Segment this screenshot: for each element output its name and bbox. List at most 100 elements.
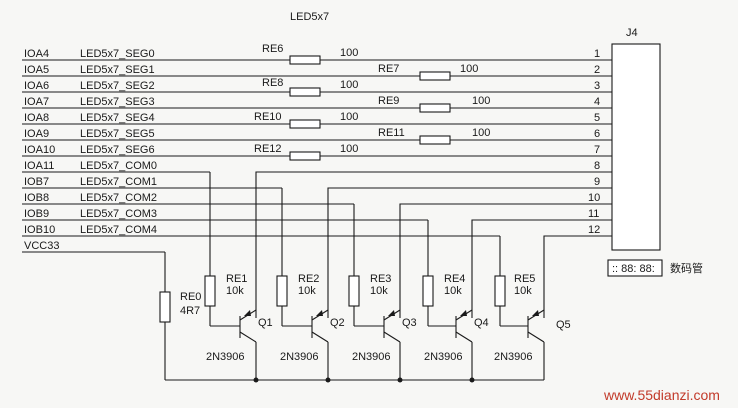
transistor-q2 bbox=[281, 306, 329, 380]
wire-q2-pin9 bbox=[327, 187, 612, 318]
re2-value: 10k bbox=[298, 285, 316, 297]
pin-label-3: 3 bbox=[594, 80, 600, 92]
pin-label-9: 9 bbox=[594, 176, 600, 188]
resistor-re11 bbox=[419, 135, 451, 145]
re4-ref: RE4 bbox=[444, 273, 465, 285]
io-label-6: IOA9 bbox=[24, 128, 49, 140]
io-label-5: IOA8 bbox=[24, 112, 49, 124]
com-wires bbox=[22, 171, 612, 381]
re5-ref: RE5 bbox=[514, 273, 535, 285]
resistor-re7 bbox=[419, 71, 451, 81]
io-label-13: VCC33 bbox=[24, 240, 59, 252]
re10-value: 100 bbox=[340, 111, 358, 123]
re7-ref: RE7 bbox=[378, 63, 399, 75]
io-label-11: IOB9 bbox=[24, 208, 49, 220]
resistor-re3 bbox=[348, 275, 360, 307]
re0-ref: RE0 bbox=[180, 291, 201, 303]
io-label-3: IOA6 bbox=[24, 80, 49, 92]
net-label-4: LED5x7_SEG3 bbox=[80, 96, 155, 108]
io-label-2: IOA5 bbox=[24, 64, 49, 76]
junction-dot bbox=[397, 377, 403, 383]
display-label: 数码管 bbox=[670, 261, 703, 275]
re9-value: 100 bbox=[472, 95, 490, 107]
re9-ref: RE9 bbox=[378, 95, 399, 107]
re11-ref: RE11 bbox=[378, 127, 405, 139]
re1-ref: RE1 bbox=[226, 273, 247, 285]
resistor-re8 bbox=[289, 87, 321, 97]
q4-ref: Q4 bbox=[474, 317, 489, 329]
net-label-8: LED5x7_COM0 bbox=[80, 160, 157, 172]
re2-ref: RE2 bbox=[298, 273, 319, 285]
resistor-re2 bbox=[276, 275, 288, 307]
net-label-9: LED5x7_COM1 bbox=[80, 176, 157, 188]
net-label-7: LED5x7_SEG6 bbox=[80, 144, 155, 156]
re6-value: 100 bbox=[340, 47, 358, 59]
q3-part: 2N3906 bbox=[352, 351, 391, 363]
resistor-re10 bbox=[289, 119, 321, 129]
re11-value: 100 bbox=[472, 127, 490, 139]
q3-ref: Q3 bbox=[402, 317, 417, 329]
re1-value: 10k bbox=[226, 285, 244, 297]
pin-label-5: 5 bbox=[594, 112, 600, 124]
q1-ref: Q1 bbox=[258, 317, 273, 329]
transistor-q4 bbox=[427, 306, 473, 380]
resistor-re1 bbox=[204, 275, 216, 307]
pin-label-7: 7 bbox=[594, 144, 600, 156]
resistor-re4 bbox=[422, 275, 434, 307]
net-label-12: LED5x7_COM4 bbox=[80, 224, 157, 236]
junction-dot bbox=[469, 377, 475, 383]
io-label-9: IOB7 bbox=[24, 176, 49, 188]
re8-value: 100 bbox=[340, 79, 358, 91]
re12-ref: RE12 bbox=[254, 143, 282, 155]
re5-value: 10k bbox=[514, 285, 532, 297]
re3-ref: RE3 bbox=[370, 273, 391, 285]
io-label-7: IOA10 bbox=[24, 144, 55, 156]
net-label-6: LED5x7_SEG5 bbox=[80, 128, 155, 140]
pin-label-8: 8 bbox=[594, 160, 600, 172]
pin-label-1: 1 bbox=[594, 48, 600, 60]
pin-label-4: 4 bbox=[594, 96, 600, 108]
resistor-re5 bbox=[494, 275, 506, 307]
io-label-1: IOA4 bbox=[24, 48, 49, 60]
pin-label-12: 12 bbox=[588, 224, 600, 236]
re7-value: 100 bbox=[460, 63, 478, 75]
net-label-1: LED5x7_SEG0 bbox=[80, 48, 155, 60]
q2-ref: Q2 bbox=[330, 317, 345, 329]
net-label-11: LED5x7_COM3 bbox=[80, 208, 157, 220]
watermark: www.55dianzi.com bbox=[603, 387, 720, 403]
re6-ref: RE6 bbox=[262, 43, 283, 55]
junction-dot bbox=[325, 377, 331, 383]
re3-value: 10k bbox=[370, 285, 388, 297]
transistor-q5 bbox=[499, 306, 545, 380]
connector-ref: J4 bbox=[626, 27, 638, 39]
resistor-re0 bbox=[159, 291, 171, 323]
junction-dot bbox=[253, 377, 259, 383]
net-label-2: LED5x7_SEG1 bbox=[80, 64, 155, 76]
q5-ref: Q5 bbox=[556, 319, 571, 331]
io-label-8: IOA11 bbox=[24, 160, 54, 172]
q1-part: 2N3906 bbox=[206, 351, 245, 363]
transistor-q3 bbox=[353, 306, 401, 380]
wire-q3-pin10 bbox=[399, 203, 612, 318]
connector-j4-body bbox=[611, 43, 661, 251]
q4-part: 2N3906 bbox=[424, 351, 463, 363]
schematic-title: LED5x7 bbox=[290, 11, 329, 23]
segment-wires bbox=[22, 55, 612, 161]
q2-part: 2N3906 bbox=[280, 351, 319, 363]
re8-ref: RE8 bbox=[262, 77, 283, 89]
net-label-3: LED5x7_SEG2 bbox=[80, 80, 155, 92]
re10-ref: RE10 bbox=[254, 111, 282, 123]
net-label-5: LED5x7_SEG4 bbox=[80, 112, 155, 124]
re0-value: 4R7 bbox=[180, 305, 200, 317]
transistor-q1 bbox=[209, 306, 257, 380]
seven-seg-display bbox=[607, 259, 663, 277]
q5-part: 2N3906 bbox=[494, 351, 533, 363]
re12-value: 100 bbox=[340, 143, 358, 155]
io-label-4: IOA7 bbox=[24, 96, 49, 108]
pin-label-2: 2 bbox=[594, 64, 600, 76]
display-digits: :: 88: 88: bbox=[612, 263, 655, 275]
resistor-re6 bbox=[289, 55, 321, 65]
pin-label-6: 6 bbox=[594, 128, 600, 140]
